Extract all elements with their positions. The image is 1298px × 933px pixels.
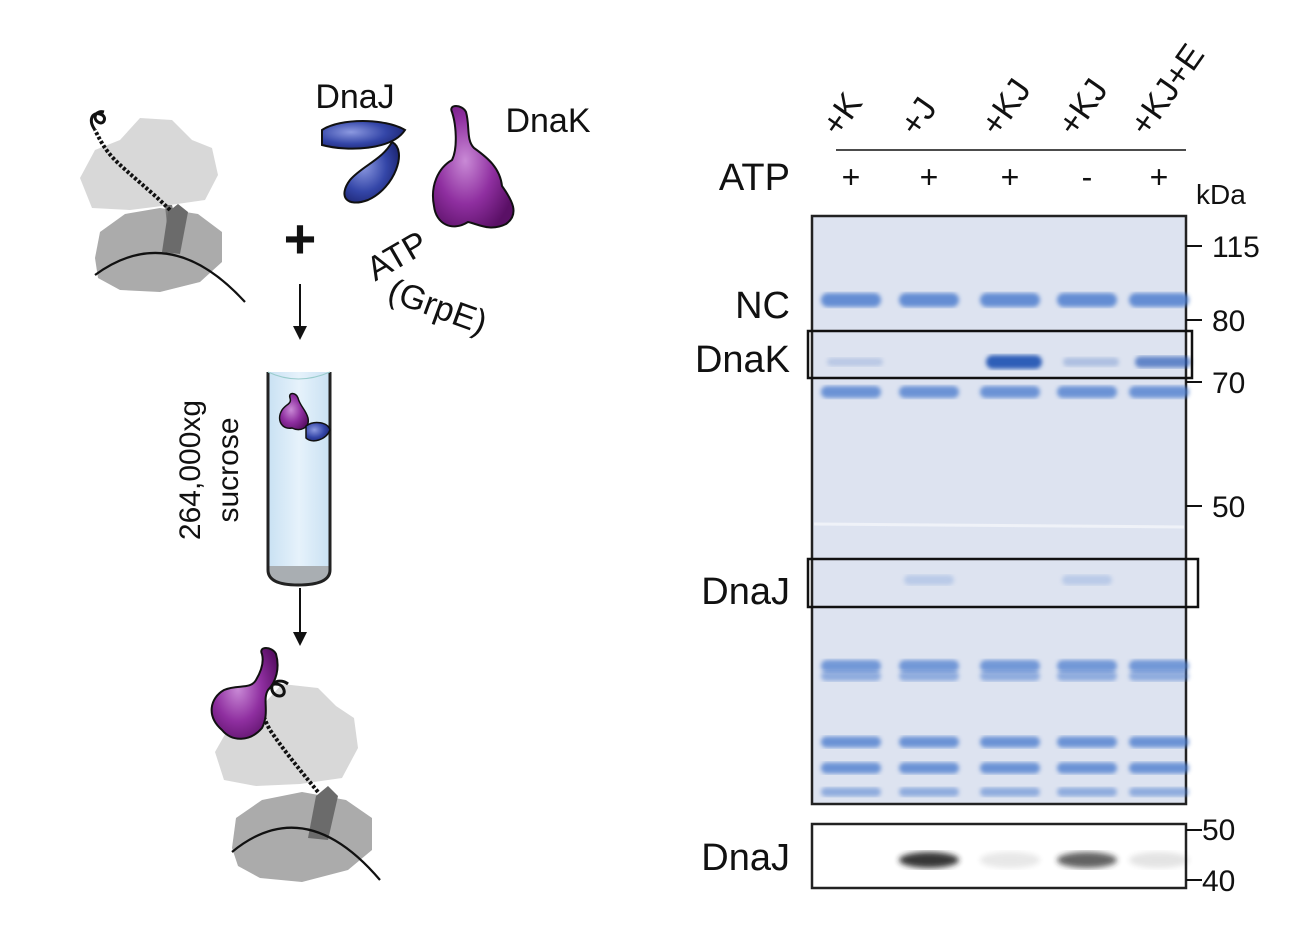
gel-band	[980, 386, 1040, 398]
kda-label: kDa	[1196, 179, 1246, 210]
gel-band	[821, 787, 881, 797]
western-band	[1057, 852, 1117, 868]
dnak-label: DnaK	[505, 102, 590, 140]
centrifuge-tube	[266, 371, 332, 587]
dnaj-protein-icon	[321, 120, 407, 204]
gel-band	[1129, 660, 1189, 672]
dnak-band	[1135, 356, 1191, 368]
gel-band	[980, 787, 1040, 797]
dnak-band	[827, 357, 883, 367]
marker-scale: 115 80 70 50	[1186, 231, 1260, 524]
coomassie-gel	[810, 214, 1188, 806]
arrow-down-icon	[293, 588, 307, 646]
gel-band	[821, 386, 881, 398]
dnaj-highlight-box	[806, 557, 1200, 609]
lane-label: +K	[814, 86, 870, 143]
marker-label: 50	[1202, 814, 1235, 847]
dnaj-band	[904, 575, 954, 585]
atp-sign: +	[920, 159, 939, 195]
gel-band	[821, 736, 881, 748]
marker-label: 80	[1212, 305, 1245, 338]
gel-band	[899, 671, 959, 681]
gel-band	[1129, 787, 1189, 797]
atp-row-label: ATP	[719, 157, 790, 199]
gel-band	[1057, 787, 1117, 797]
marker-label: 70	[1212, 367, 1245, 400]
dnak-highlight-box	[806, 329, 1194, 380]
dnaj-band	[1062, 575, 1112, 585]
arrow-down-icon	[293, 284, 307, 340]
atp-sign: -	[1082, 159, 1093, 195]
atp-sign: +	[1150, 159, 1169, 195]
centrifuge-speed-label: 264,000xg	[174, 400, 207, 540]
dnaj-band-label: DnaJ	[701, 571, 790, 613]
gel-band	[1057, 736, 1117, 748]
western-dnaj-label: DnaJ	[701, 837, 790, 879]
gel-band	[980, 293, 1040, 307]
gel-band	[1057, 386, 1117, 398]
dnaj-label: DnaJ	[315, 78, 394, 116]
gel-band	[821, 293, 881, 307]
lane-label: +J	[892, 91, 944, 143]
gel-band	[821, 671, 881, 681]
gel-band	[899, 787, 959, 797]
grpe-label: (GrpE)	[383, 272, 492, 343]
western-marker-scale: 50 40	[1186, 814, 1235, 898]
gel-band	[1129, 762, 1189, 774]
dnak-band-label: DnaK	[695, 339, 790, 381]
atp-row: + + + - +	[842, 159, 1169, 195]
gel-band	[1057, 762, 1117, 774]
gel-band	[1057, 671, 1117, 681]
plus-sign: +	[284, 207, 317, 270]
western-band	[1129, 852, 1189, 868]
gel-band	[821, 660, 881, 672]
gel-band	[980, 660, 1040, 672]
western-band	[980, 852, 1040, 868]
gel-band	[1057, 293, 1117, 307]
western-band	[899, 852, 959, 868]
lane-label: +KJ+E	[1122, 37, 1212, 142]
gel-band	[980, 762, 1040, 774]
ribosome-bottom	[210, 647, 381, 882]
gel-band	[821, 762, 881, 774]
gel-band	[1057, 660, 1117, 672]
gel-band	[899, 660, 959, 672]
dnak-band	[1063, 357, 1119, 367]
lane-label: +KJ	[973, 72, 1038, 143]
gel-band	[899, 293, 959, 307]
gel-band	[1129, 736, 1189, 748]
lane-header-group: +K +J +KJ +KJ +KJ+E	[814, 37, 1212, 142]
ribosome-top	[80, 110, 246, 303]
gel-band	[899, 762, 959, 774]
gel-band	[980, 671, 1040, 681]
dnak-protein-icon	[432, 105, 515, 229]
gel-band	[899, 386, 959, 398]
gel-bands	[821, 293, 1191, 797]
gel-band	[899, 736, 959, 748]
atp-sign: +	[1001, 159, 1020, 195]
western-bands	[899, 852, 1189, 868]
marker-label: 50	[1212, 491, 1245, 524]
marker-label: 115	[1212, 231, 1260, 264]
marker-label: 40	[1202, 865, 1235, 898]
gel-band	[980, 736, 1040, 748]
dnak-band	[986, 355, 1042, 369]
gel-band	[1129, 293, 1189, 307]
atp-sign: +	[842, 159, 861, 195]
nc-band-label: NC	[735, 285, 790, 327]
lane-label: +KJ	[1050, 72, 1115, 143]
sucrose-label: sucrose	[212, 417, 245, 522]
gel-band	[1129, 671, 1189, 681]
gel-band	[1129, 386, 1189, 398]
